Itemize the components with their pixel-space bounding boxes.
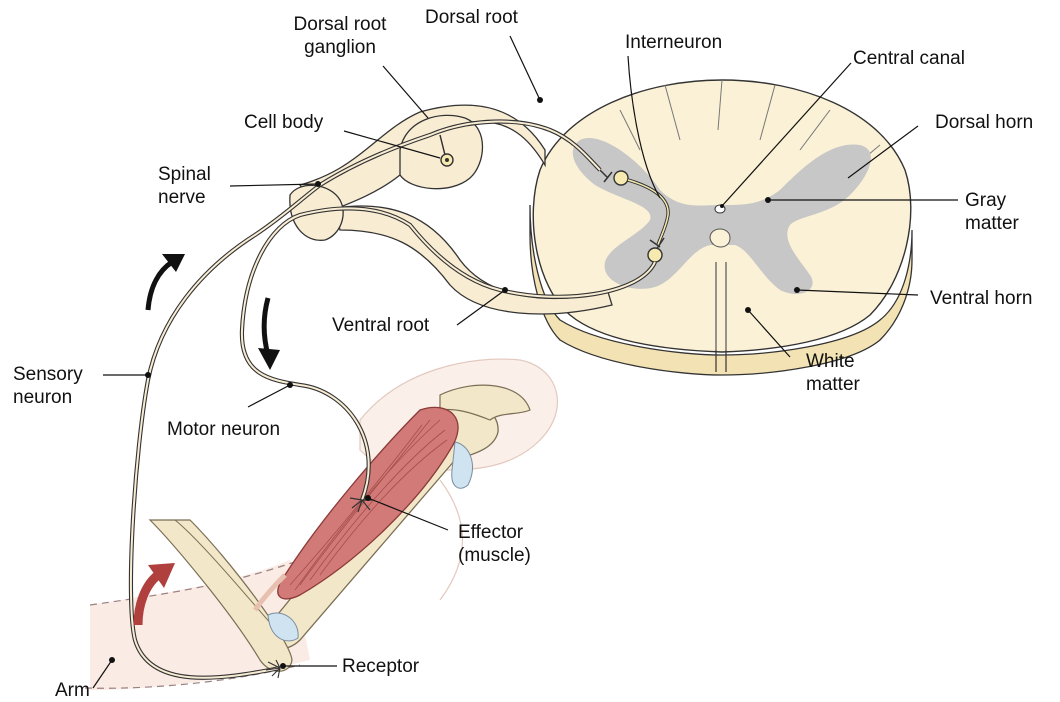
label-central-canal: Central canal [853, 47, 965, 70]
label-motor-neuron: Motor neuron [167, 418, 280, 441]
label-arm: Arm [55, 679, 90, 702]
interneuron-cell-body [614, 171, 628, 185]
motor-cell-body [648, 248, 662, 262]
label-white-matter: White matter [806, 350, 860, 396]
label-spinal-nerve: Spinal nerve [158, 163, 211, 209]
label-receptor: Receptor [342, 655, 419, 678]
label-cell-body: Cell body [244, 111, 323, 134]
label-dorsal-root: Dorsal root [425, 6, 518, 29]
motor-direction-arrow [264, 298, 268, 355]
label-ventral-horn: Ventral horn [930, 287, 1032, 310]
label-dorsal-horn: Dorsal horn [935, 111, 1033, 134]
label-effector: Effector (muscle) [458, 521, 531, 567]
label-interneuron: Interneuron [625, 31, 722, 54]
label-gray-matter: Gray matter [965, 189, 1019, 235]
label-dorsal-root-ganglion: Dorsal root ganglion [265, 13, 415, 59]
label-sensory-neuron: Sensory neuron [13, 363, 83, 409]
label-ventral-root: Ventral root [332, 314, 429, 337]
sensory-direction-arrow [148, 262, 172, 310]
